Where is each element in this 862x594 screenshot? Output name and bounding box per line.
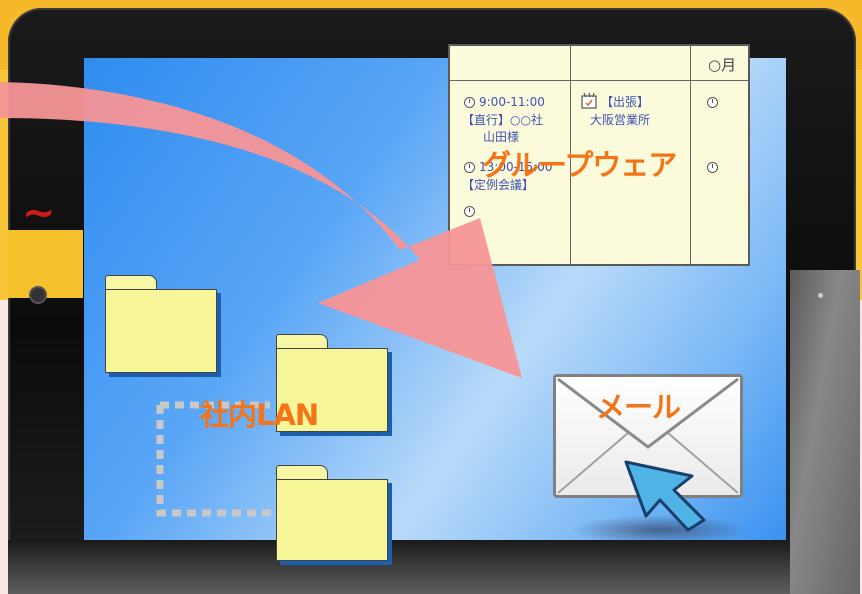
- clock-icon: [464, 206, 475, 217]
- schedule-text: 大阪営業所: [590, 113, 651, 127]
- calendar-month: ○月: [708, 56, 737, 74]
- calendar-note-icon: [581, 92, 597, 109]
- schedule-text: 山田様: [483, 130, 520, 144]
- calendar-divider: [570, 46, 571, 264]
- clock-icon: [707, 97, 718, 108]
- mail-label: メール: [596, 390, 681, 424]
- clock-icon: [464, 97, 475, 108]
- schedule-time: 13:00-15:00: [479, 160, 553, 174]
- schedule-text: 【出張】: [601, 95, 650, 109]
- tablet-bottom-edge: [8, 540, 856, 594]
- calendar-divider: [690, 46, 691, 264]
- clock-icon: [464, 162, 475, 173]
- tablet-right-edge: [790, 270, 860, 594]
- schedule-text: 【直行】○○社: [462, 113, 543, 127]
- mouse-cursor-icon: [624, 460, 706, 532]
- envelope-shadow: [570, 515, 750, 545]
- background-strip: [8, 230, 83, 298]
- camera-icon: [31, 288, 45, 302]
- calendar-header-line: [450, 80, 748, 81]
- groupware-calendar: ○月 9:00-11:00 【直行】○○社 山田様 13:00-15:00 【定…: [448, 44, 750, 266]
- tilde-mark: ~: [22, 190, 56, 236]
- schedule-time: 9:00-11:00: [479, 95, 545, 109]
- groupware-label: グループウェア: [482, 148, 677, 182]
- schedule-text: 【定例会議】: [462, 178, 535, 192]
- sensor-dot: [818, 293, 823, 298]
- lan-label: 社内LAN: [200, 398, 319, 432]
- network-connector: [156, 401, 280, 517]
- clock-icon: [707, 162, 718, 173]
